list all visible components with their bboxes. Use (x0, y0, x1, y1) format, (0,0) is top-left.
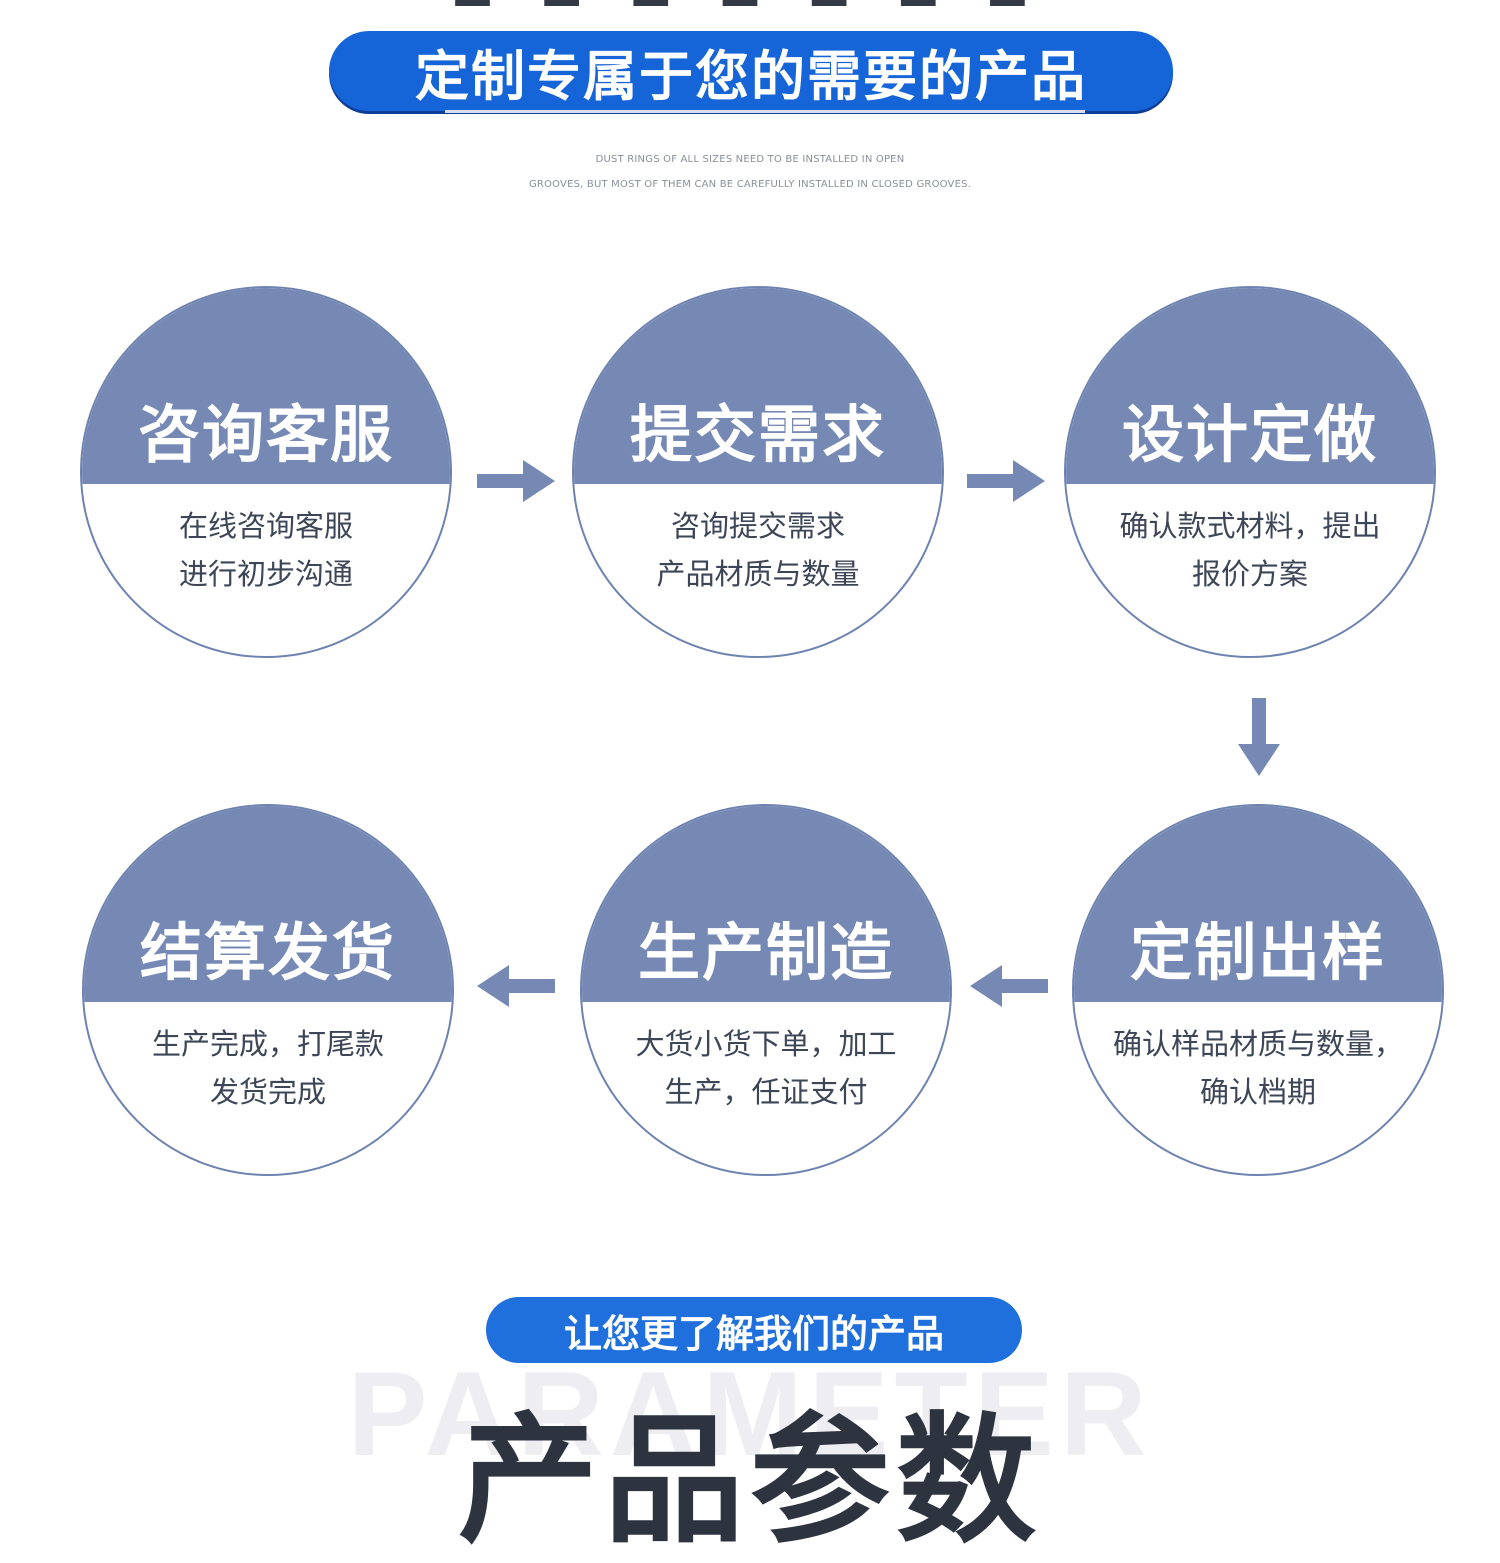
know-our-product-banner: 让您更了解我们的产品 (486, 1297, 1022, 1363)
step-desc-line: 确认样品材质与数量， (1112, 1027, 1403, 1061)
step-title: 定制出样 (1129, 916, 1386, 989)
step-circle-submit: 提交需求 咨询提交需求 产品材质与数量 (572, 286, 944, 658)
parameter-watermark: PARAMETER (347, 1347, 1153, 1481)
step-cap (84, 806, 452, 1002)
step-circle-sample: 定制出样 确认样品材质与数量， 确认档期 (1072, 804, 1444, 1176)
step-description: 大货小货下单，加工 生产，任证支付 (582, 1020, 950, 1116)
arrow-right-icon (477, 460, 555, 502)
arrow-left-icon (477, 965, 555, 1007)
step-cap (582, 806, 950, 1002)
step-desc-line: 生产，任证支付 (664, 1075, 868, 1109)
step-title: 提交需求 (629, 398, 886, 471)
step-desc-line: 报价方案 (1191, 557, 1308, 591)
step-description: 确认款式材料，提出 报价方案 (1066, 502, 1434, 598)
step-cap (574, 288, 942, 484)
step-description: 在线咨询客服 进行初步沟通 (82, 502, 450, 598)
step-cap (1074, 806, 1442, 1002)
arrow-down-icon (1238, 698, 1280, 776)
product-parameters-title: 产品参数 (457, 1400, 1042, 1563)
step-title: 结算发货 (139, 916, 396, 989)
arrow-left-icon (970, 965, 1048, 1007)
step-title: 设计定做 (1121, 398, 1378, 471)
step-circle-consult: 咨询客服 在线咨询客服 进行初步沟通 (80, 286, 452, 658)
step-desc-line: 大货小货下单，加工 (635, 1027, 897, 1061)
step-desc-line: 咨询提交需求 (670, 509, 845, 543)
step-description: 生产完成，打尾款 发货完成 (84, 1020, 452, 1116)
step-desc-line: 产品材质与数量 (656, 557, 860, 591)
step-description: 咨询提交需求 产品材质与数量 (574, 502, 942, 598)
step-desc-line: 确认款式材料，提出 (1119, 509, 1381, 543)
step-desc-line: 发货完成 (209, 1075, 326, 1109)
subtitle-line-1: DUST RINGS OF ALL SIZES NEED TO BE INSTA… (595, 154, 905, 165)
arrow-right-icon (967, 460, 1045, 502)
step-desc-line: 在线咨询客服 (178, 509, 353, 543)
step-desc-line: 确认档期 (1199, 1075, 1316, 1109)
step-desc-line: 生产完成，打尾款 (151, 1027, 384, 1061)
banner2-text: 让您更了解我们的产品 (563, 1311, 944, 1356)
step-title: 咨询客服 (137, 398, 394, 471)
step-circle-settle-ship: 结算发货 生产完成，打尾款 发货完成 (82, 804, 454, 1176)
banner-text: 定制专属于您的需要的产品 (415, 44, 1087, 108)
top-cut-off-heading: ▄ ▄ ▄ ▄ ▄ ▄ ▄ (0, 0, 1500, 6)
step-circle-design: 设计定做 确认款式材料，提出 报价方案 (1064, 286, 1436, 658)
step-cap (1066, 288, 1434, 484)
subtitle-line-2: GROOVES, BUT MOST OF THEM CAN BE CAREFUL… (528, 179, 972, 190)
step-cap (82, 288, 450, 484)
step-desc-line: 进行初步沟通 (178, 557, 353, 591)
step-circle-production: 生产制造 大货小货下单，加工 生产，任证支付 (580, 804, 952, 1176)
step-title: 生产制造 (637, 916, 894, 989)
step-description: 确认样品材质与数量， 确认档期 (1074, 1020, 1442, 1116)
banner-underline (445, 110, 1085, 113)
custom-product-banner: 定制专属于您的需要的产品 (329, 31, 1173, 111)
